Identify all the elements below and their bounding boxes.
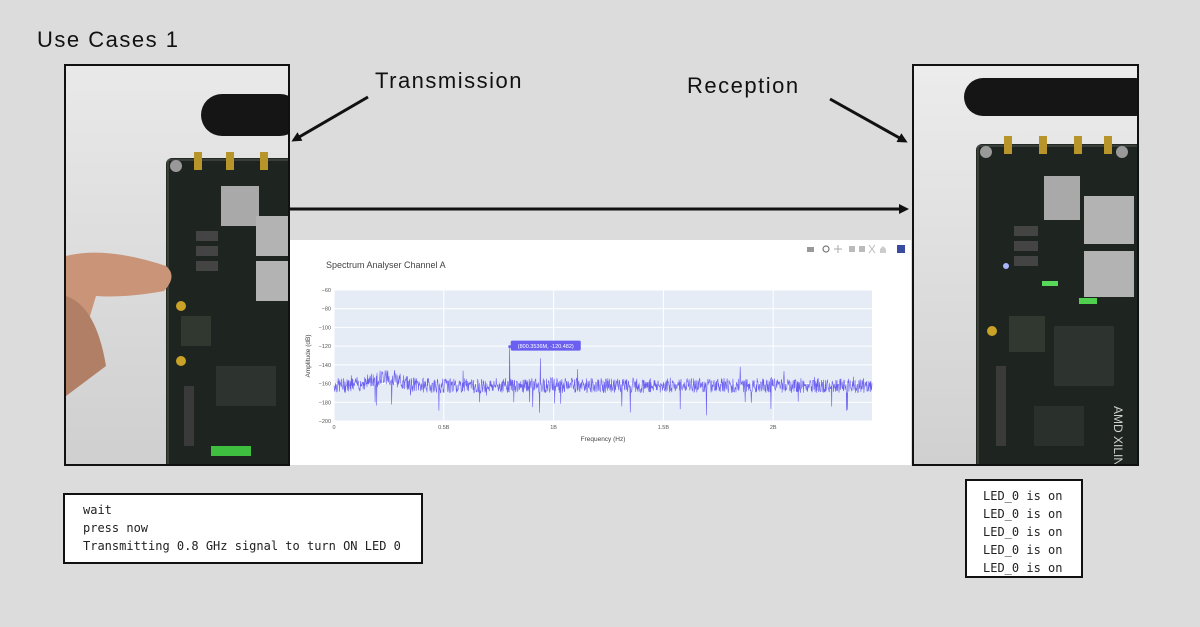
x-tick-label: 2B — [770, 425, 777, 431]
autoscale-icon — [868, 244, 876, 254]
x-tick-label: 1B — [550, 425, 557, 431]
y-tick-label: −100 — [319, 325, 331, 331]
spectrum-chart-card: Spectrum Analyser Channel A −60 −80 −100 −1… — [290, 240, 911, 465]
x-tick-label: 1.5B — [658, 425, 670, 431]
y-tick-label: −120 — [319, 344, 331, 350]
transmission-label: Transmission — [375, 68, 523, 93]
rx-console-line: LED_0 is on — [983, 561, 1063, 575]
y-axis-label: Amplitude (dB) — [305, 335, 312, 378]
reception-label: Reception — [687, 73, 800, 98]
page-title: Use Cases 1 — [37, 27, 180, 52]
tx-console-line: Transmitting 0.8 GHz signal to turn ON L… — [83, 539, 401, 553]
reception-board-photo: AMD XILINX — [912, 64, 1139, 466]
rx-console-line: LED_0 is on — [983, 525, 1063, 539]
y-tick-label: −80 — [322, 307, 331, 313]
camera-icon — [807, 247, 814, 252]
y-tick-label: −140 — [319, 363, 331, 369]
zoom-out-icon — [859, 246, 865, 252]
y-tick-label: −60 — [322, 288, 331, 294]
home-icon — [880, 246, 886, 253]
y-tick-label: −180 — [319, 400, 331, 406]
pan-icon — [834, 245, 842, 253]
spectrum-chart: Spectrum Analyser Channel A −60 −80 −100 −1… — [305, 244, 905, 443]
transmission-arrow — [291, 95, 369, 142]
y-tick-label: −160 — [319, 382, 331, 388]
tx-console-line: press now — [83, 521, 149, 535]
peak-marker — [508, 345, 512, 349]
zoom-icon — [822, 245, 830, 253]
reception-arrow — [829, 97, 908, 143]
rx-console-line: LED_0 is on — [983, 543, 1063, 557]
peak-tooltip — [510, 340, 581, 351]
amd-xilinx-logo: AMD XILINX — [1111, 406, 1125, 464]
chart-title: Spectrum Analyser Channel A — [326, 260, 446, 270]
chart-toolbar[interactable] — [807, 244, 905, 254]
plot-area — [334, 290, 872, 421]
x-axis-label: Frequency (Hz) — [581, 436, 626, 443]
y-tick-label: −200 — [319, 419, 331, 425]
x-tick-label: 0.5B — [438, 425, 450, 431]
transmission-board-photo — [64, 64, 290, 466]
tx-console-line: wait — [83, 503, 112, 517]
peak-annotation-text: (800.3536M, -120.482) — [518, 344, 574, 350]
zoom-in-icon — [849, 246, 855, 252]
reception-console: LED_0 is on LED_0 is on LED_0 is on LED_0 i… — [965, 479, 1083, 578]
spectrum-trace — [333, 346, 873, 416]
rx-console-line: LED_0 is on — [983, 489, 1063, 503]
rx-console-line: LED_0 is on — [983, 507, 1063, 521]
x-tick-label: 0 — [332, 425, 335, 431]
plotly-logo-icon — [897, 245, 905, 253]
